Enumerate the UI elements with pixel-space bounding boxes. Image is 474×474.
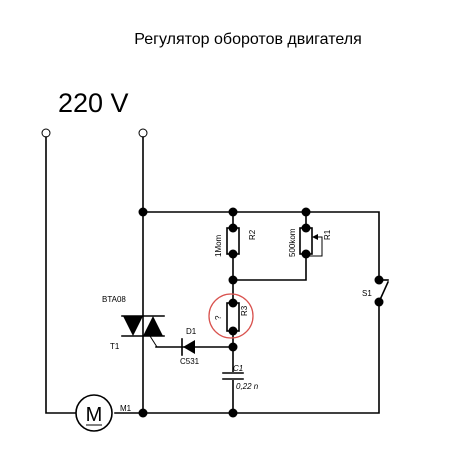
- supply-voltage-label: 220 V: [58, 88, 129, 118]
- motor-m1: M M1: [75, 394, 132, 432]
- r3-highlight-circle: [208, 293, 254, 339]
- junction-dots: [138, 207, 384, 418]
- wire-left-supply: [45, 136, 76, 414]
- motor-symbol: M: [86, 404, 103, 426]
- d1-part-label: C531: [180, 357, 200, 366]
- r1-ref-label: R1: [323, 229, 332, 240]
- r1-value-label: 500kom: [288, 228, 297, 257]
- potentiometer-wiper: [306, 236, 323, 257]
- triac-ref-label: T1: [110, 342, 120, 351]
- diode-d1: [181, 338, 195, 356]
- capacitor-c1: [222, 372, 244, 380]
- d1-ref-label: D1: [186, 327, 197, 336]
- r3-value-label: ?: [214, 315, 223, 320]
- supply-terminal-left: [41, 128, 51, 138]
- c1-value-label: 0,22 n: [236, 382, 259, 391]
- motor-ref-label: M1: [120, 404, 132, 413]
- s1-ref-label: S1: [362, 289, 372, 298]
- wire-bottom-rail: [114, 301, 380, 414]
- supply-terminal-right: [138, 128, 148, 138]
- r2-ref-label: R2: [248, 229, 257, 240]
- triac-t1: [121, 315, 165, 348]
- wire-top-rail: [142, 211, 380, 281]
- r2-value-label: 1Mom: [214, 234, 223, 257]
- wiper-arrow-icon: [312, 234, 318, 240]
- r3-ref-label: R3: [240, 305, 249, 316]
- diagram-title: Регулятор оборотов двигателя: [134, 31, 361, 48]
- triac-part-label: BTA08: [102, 295, 126, 304]
- c1-ref-label: C1: [233, 364, 243, 373]
